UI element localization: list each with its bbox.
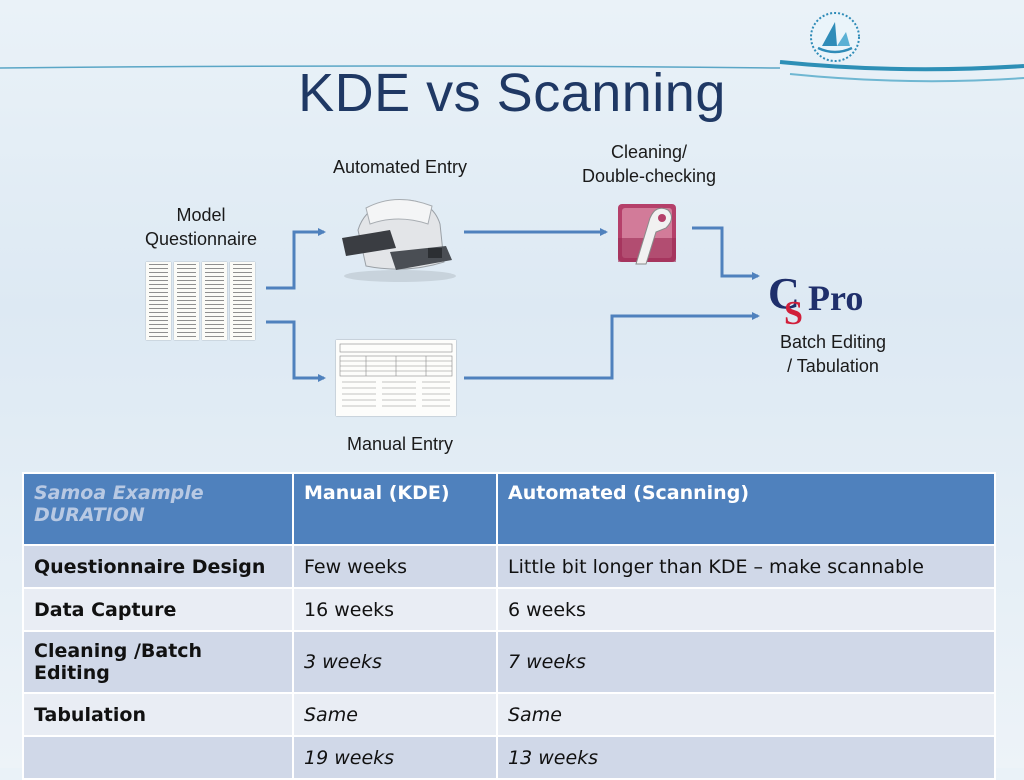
cleaning-label: Cleaning/ Double-checking [549,140,749,188]
arrow-to-automated [266,228,326,290]
scan-cell: 6 weeks [496,587,996,632]
kde-cell: Few weeks [292,544,498,589]
table-row: Tabulation Same Same [22,692,996,737]
batch-editing-text: Batch Editing / Tabulation [779,332,887,376]
kde-total-cell: 19 weeks [292,735,498,780]
header-samoa-duration: Samoa Example DURATION [22,472,294,546]
organization-logo [810,12,860,62]
table-row: Data Capture 16 weeks 6 weeks [22,587,996,632]
table-row: Cleaning /Batch Editing 3 weeks 7 weeks [22,630,996,694]
header-manual-kde: Manual (KDE) [292,472,498,546]
duration-comparison-table: Samoa Example DURATION Manual (KDE) Auto… [22,472,996,780]
table-row: 19 weeks 13 weeks [22,735,996,780]
row-label: Questionnaire Design [22,544,294,589]
arrow-to-manual [266,320,326,382]
questionnaire-page [146,262,171,340]
model-questionnaire-text: Model Questionnaire [144,205,258,249]
scan-cell: 7 weeks [496,630,996,694]
questionnaire-page [174,262,199,340]
questionnaire-page [230,262,255,340]
svg-text:C: C [768,270,800,318]
kde-cell: Same [292,692,498,737]
row-label: Data Capture [22,587,294,632]
scan-total-cell: 13 weeks [496,735,996,780]
arrow-to-cspro-top [692,226,760,280]
kde-cell: 16 weeks [292,587,498,632]
kde-cell: 3 weeks [292,630,498,694]
access-database-icon [618,204,676,265]
cspro-logo: C S Pro [768,270,863,328]
header-automated-scanning: Automated (Scanning) [496,472,996,546]
row-label [22,735,294,780]
svg-text:Pro: Pro [808,278,863,318]
scanner-icon [342,198,456,282]
scan-cell: Little bit longer than KDE – make scanna… [496,544,996,589]
table-header-row: Samoa Example DURATION Manual (KDE) Auto… [22,472,996,546]
questionnaire-pages-image [146,262,256,340]
table-row: Questionnaire Design Few weeks Little bi… [22,544,996,589]
row-label: Tabulation [22,692,294,737]
batch-editing-label: Batch Editing / Tabulation [758,330,908,378]
scan-cell: Same [496,692,996,737]
slide-title: KDE vs Scanning [298,63,726,123]
cleaning-text: Cleaning/ Double-checking [581,142,717,186]
row-label: Cleaning /Batch Editing [22,630,294,694]
svg-text:S: S [784,295,803,328]
automated-entry-label: Automated Entry [332,157,468,177]
model-questionnaire-label: Model Questionnaire [126,203,276,251]
questionnaire-page [202,262,227,340]
manual-entry-label: Manual Entry [346,434,454,454]
manual-entry-form-image [336,340,456,416]
arrow-to-cspro-bottom [464,312,760,380]
